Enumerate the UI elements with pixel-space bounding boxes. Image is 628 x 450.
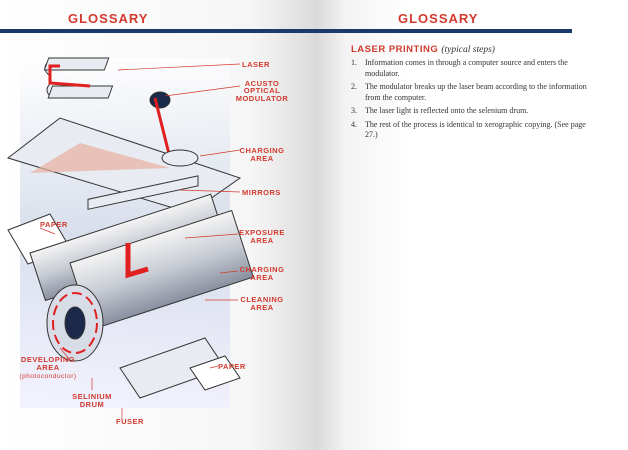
label-developing-area: DEVELOPING xyxy=(21,355,75,364)
selenium-drum xyxy=(29,193,254,362)
laser-beam xyxy=(48,64,172,159)
step-text: The modulator breaks up the laser beam a… xyxy=(365,82,587,102)
section-title-text: LASER PRINTING xyxy=(351,44,439,55)
label-photoconductor: (photoconductor) xyxy=(19,373,76,380)
right-header: GLOSSARY xyxy=(398,11,479,26)
left-header: GLOSSARY xyxy=(68,11,149,26)
step-item: 2. The modulator breaks up the laser beam… xyxy=(351,82,591,103)
label-cleaning-area: CLEANING xyxy=(240,295,283,304)
fuser-unit xyxy=(119,337,241,399)
label-exposure-area: AREA xyxy=(250,236,273,245)
label-charging-area-2: CHARGING xyxy=(240,265,285,274)
label-laser: LASER xyxy=(242,60,270,69)
label-modulator: ACUSTO xyxy=(245,79,280,88)
label-developing-area: AREA xyxy=(36,363,59,372)
section-subtitle: (typical steps) xyxy=(441,45,495,55)
step-text: Information comes in through a computer … xyxy=(365,58,568,78)
step-text: The laser light is reflected onto the se… xyxy=(365,106,529,115)
label-selinium-drum: SELINIUM xyxy=(72,392,112,401)
label-paper-2: PAPER xyxy=(218,362,246,371)
step-number: 1. xyxy=(351,58,357,67)
step-number: 2. xyxy=(351,82,357,91)
label-paper: PAPER xyxy=(40,220,68,229)
label-modulator: MODULATOR xyxy=(236,94,289,103)
steps-list: 1. Information comes in through a compute… xyxy=(351,58,591,144)
mirror-assembly xyxy=(6,117,242,214)
step-number: 4. xyxy=(351,119,357,129)
left-page: GLOSSARY LASER ACUSTO OPT xyxy=(0,0,314,450)
label-leaders xyxy=(39,63,241,420)
step-item: 3. The laser light is reflected onto the … xyxy=(351,106,591,117)
label-fuser: FUSER xyxy=(116,417,144,426)
label-charging-area: CHARGING xyxy=(240,146,285,155)
label-mirrors: MIRRORS xyxy=(242,188,281,197)
label-modulator: OPTICAL xyxy=(244,86,280,95)
label-exposure-area: EXPOSURE xyxy=(239,228,285,237)
header-rule xyxy=(314,29,572,33)
step-text: The rest of the process is identical to … xyxy=(365,119,586,140)
right-page: GLOSSARY xyxy=(314,0,628,450)
step-number: 3. xyxy=(351,106,357,115)
step-item: 4. The rest of the process is identical t… xyxy=(351,120,591,141)
step-item: 1. Information comes in through a compute… xyxy=(351,58,591,79)
section-title: LASER PRINTING (typical steps) xyxy=(351,44,495,55)
label-selinium-drum: DRUM xyxy=(80,400,105,409)
header-rule xyxy=(0,29,314,33)
label-charging-area-2: AREA xyxy=(250,273,273,282)
laser-printer-diagram: LASER ACUSTO OPTICAL MODULATOR CHARGING … xyxy=(6,57,289,426)
label-charging-area: AREA xyxy=(250,154,273,163)
label-cleaning-area: AREA xyxy=(250,303,273,312)
